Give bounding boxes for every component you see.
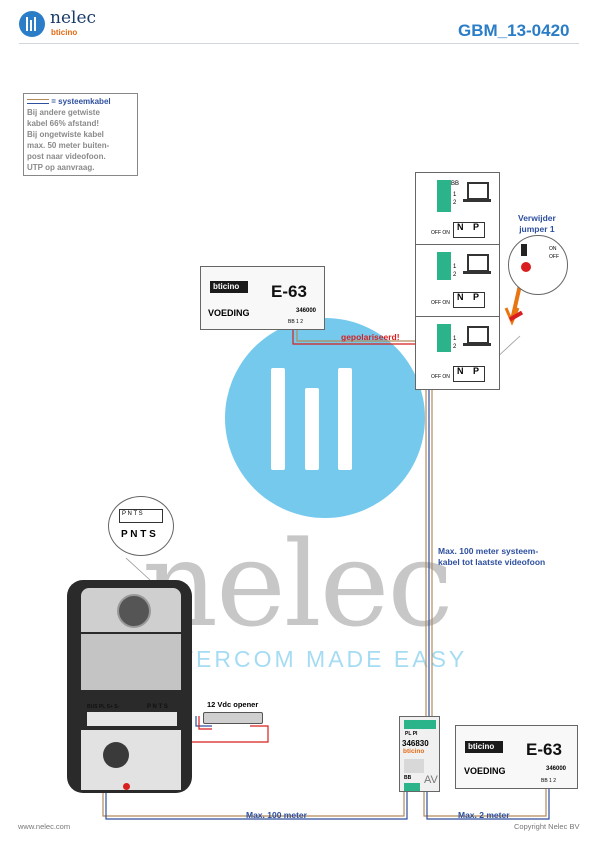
- psu-model: E-63: [271, 282, 307, 301]
- header-divider: [19, 43, 579, 44]
- system-cable-note: Max. 100 meter systeem- kabel tot laatst…: [438, 546, 546, 567]
- logo-mark-icon: [19, 11, 45, 37]
- polarised-cable: [292, 328, 440, 345]
- status-led-icon: [123, 783, 130, 790]
- av-code: 346830: [402, 739, 429, 748]
- brand-badge: bticino: [210, 281, 248, 293]
- av-brand: bticino: [403, 748, 425, 755]
- door-panel: BUS PL S+ S- P N T S: [67, 580, 192, 793]
- monitor-screen-icon: [467, 326, 489, 344]
- psu-code: 346000: [296, 308, 317, 314]
- opener-cable: [195, 716, 212, 727]
- av-label: AV: [424, 774, 438, 786]
- lock-opener: [203, 712, 263, 724]
- footer-website: www.nelec.com: [18, 822, 71, 831]
- lower-panel: [81, 730, 181, 790]
- opener-label: 12 Vdc opener: [207, 700, 259, 709]
- distance-right-label: Max. 2 meter: [458, 810, 510, 820]
- psu-label: VOEDING: [464, 766, 506, 776]
- terminal-strip: BUS PL S+ S- P N T S: [87, 704, 177, 726]
- power-supply-top: bticino E-63 VOEDING 346000 BB 1 2: [200, 266, 325, 330]
- monitor-screen-icon: [467, 182, 489, 200]
- camera-lens-icon: [117, 594, 151, 628]
- monitor-screen-icon: [467, 254, 489, 272]
- call-button[interactable]: [103, 742, 129, 768]
- cable-legend: = systeemkabel Bij andere getwiste kabel…: [23, 93, 138, 176]
- polarity-note: gepolariseerd!: [341, 332, 400, 342]
- distance-left-label: Max. 100 meter: [246, 810, 307, 820]
- psu-terminals: BB 1 2: [541, 778, 557, 784]
- monitor-stack: [415, 172, 500, 390]
- psu-code: 346000: [546, 766, 567, 772]
- watermark-word: nelec: [142, 515, 453, 653]
- terminal-zoom: P N T S P N T S: [108, 496, 174, 556]
- brand-logo: nelec bticino: [19, 8, 134, 40]
- av-module: PL PI 346830 bticino AV BB: [399, 716, 440, 792]
- brand-sub: bticino: [51, 28, 78, 37]
- jumper-note: Verwijder jumper 1: [518, 213, 556, 234]
- watermark-tagline: INTERCOM MADE EASY: [150, 646, 468, 672]
- watermark-circle: [225, 318, 425, 518]
- speaker-grille: [81, 634, 181, 690]
- monitor-unit-3: 1 2 OFF ON N P: [415, 318, 500, 390]
- jumper-zoom: ON OFF: [508, 235, 568, 295]
- footer-copyright: Copyright Nelec BV: [514, 822, 580, 831]
- document-code: GBM_13-0420: [458, 21, 570, 40]
- psu-terminals: BB 1 2: [288, 319, 304, 325]
- brand-name: nelec: [50, 8, 97, 28]
- psu-label: VOEDING: [208, 308, 250, 318]
- psu-model: E-63: [526, 740, 562, 759]
- monitor-unit-2: 1 2 OFF ON N P: [415, 246, 500, 317]
- power-supply-bottom: bticino E-63 VOEDING 346000 BB 1 2: [455, 725, 578, 789]
- brand-badge: bticino: [465, 741, 503, 753]
- monitor-unit-1: BB 1 2 OFF ON N P: [415, 172, 500, 245]
